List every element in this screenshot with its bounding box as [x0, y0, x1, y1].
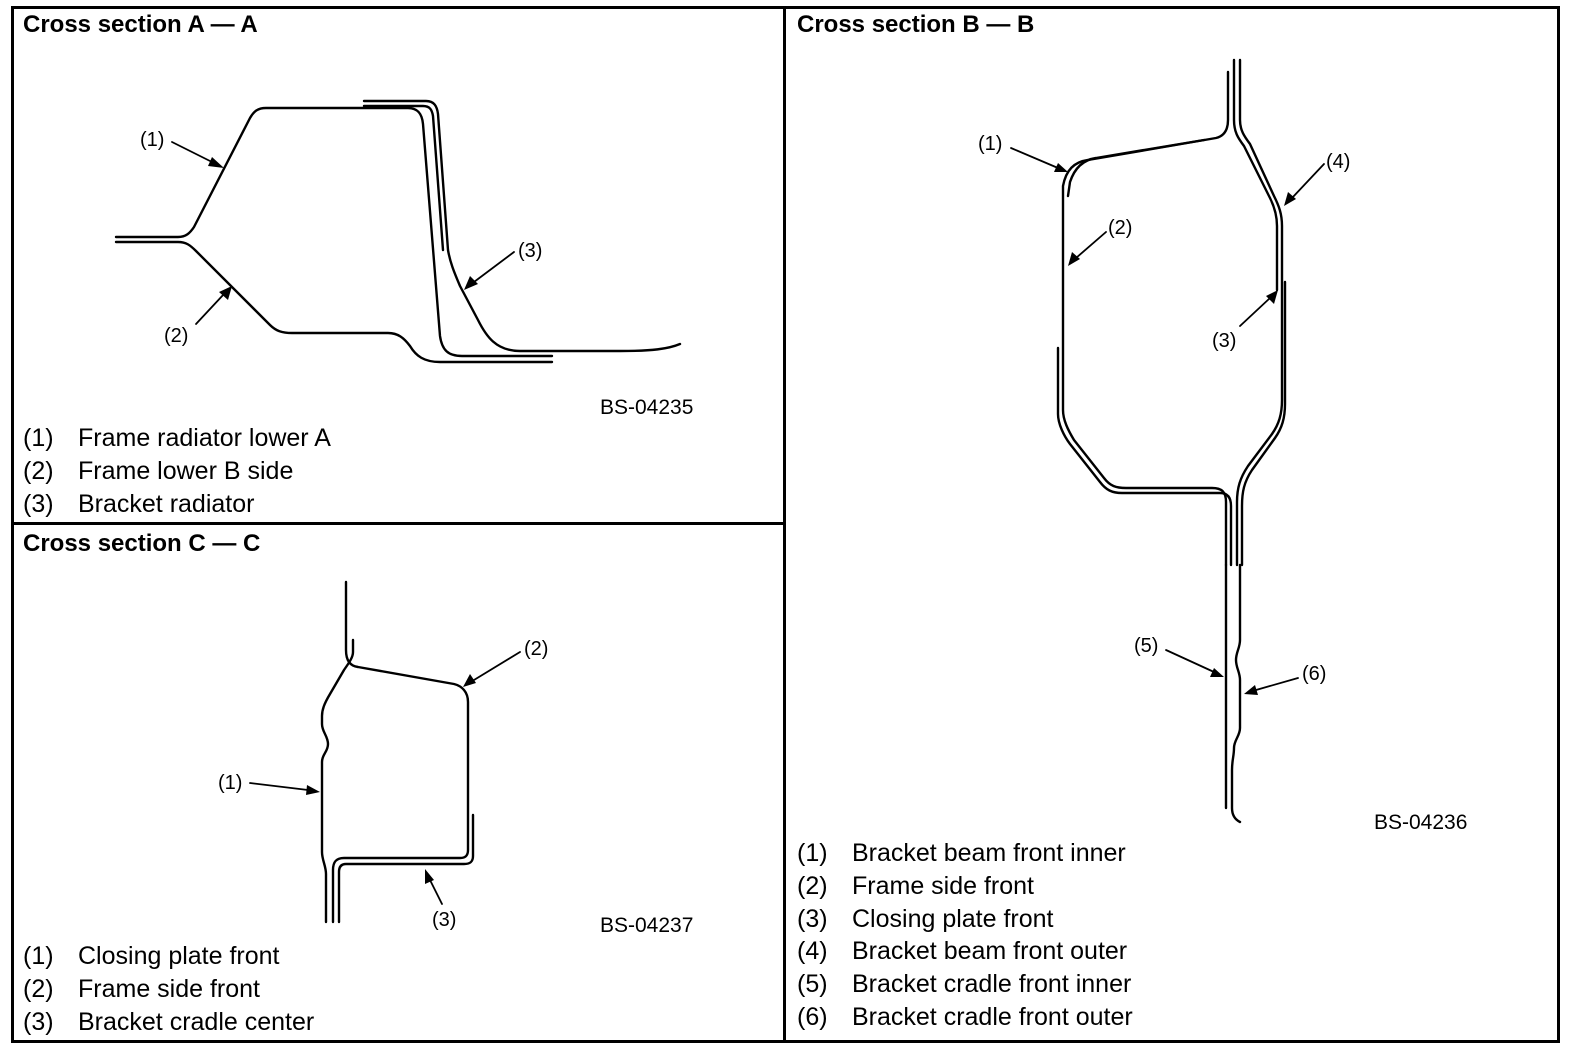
b-callout-3: (3) — [1212, 330, 1236, 352]
legend-item: (6)Bracket cradle front outer — [797, 1002, 1133, 1031]
a-bracket-radiator — [362, 99, 682, 353]
b-callout-5: (5) — [1134, 635, 1158, 657]
legend-item: (2)Frame side front — [23, 974, 261, 1003]
legend-item: (2)Frame lower B side — [23, 456, 294, 485]
b-bracket-beam-front-inner — [1066, 138, 1206, 198]
a-frame-radiator-lower-a — [114, 106, 554, 358]
c-frame-side-front — [331, 580, 470, 924]
legend-item: (1)Closing plate front — [23, 942, 280, 970]
b-bracket-beam-front-outer — [1232, 58, 1279, 292]
a-callout-1: (1) — [140, 129, 164, 151]
panel-c-title: Cross section C — C — [23, 530, 261, 557]
c-closing-plate-front — [320, 638, 355, 924]
b-frame-side-front-left — [1061, 70, 1230, 567]
a-bracket-radiator-inner — [362, 104, 445, 252]
legend-item: (3)Closing plate front — [797, 904, 1054, 933]
section-b-callouts: (1) (2) (3) (4) (5) (6) — [978, 133, 1350, 695]
b-bracket-cradle-front-outer — [1230, 563, 1242, 824]
section-c-callouts: (1) (2) (3) — [218, 638, 548, 931]
legend-item: (4)Bracket beam front outer — [797, 937, 1128, 966]
legend-item: (1)Frame radiator lower A — [23, 424, 331, 452]
c-callout-2: (2) — [524, 638, 548, 660]
panel-a-code: BS-04235 — [600, 396, 694, 419]
c-callout-1: (1) — [218, 772, 242, 794]
legend-item: (2)Frame side front — [797, 871, 1035, 900]
section-c-drawing — [320, 580, 475, 924]
panel-b-legend: (1)Bracket beam front inner (2)Frame sid… — [797, 837, 1133, 1034]
section-a-callouts: (1) (2) (3) — [140, 129, 542, 347]
b-closing-plate-front-left — [1056, 346, 1233, 567]
b-callout-4: (4) — [1326, 151, 1350, 173]
a-callout-3: (3) — [518, 240, 542, 262]
b-frame-side-front — [1235, 58, 1284, 567]
panel-a-title: Cross section A — A — [23, 11, 258, 38]
legend-item: (5)Bracket cradle front inner — [797, 970, 1132, 999]
panel-b-title: Cross section B — B — [797, 11, 1035, 38]
a-frame-lower-b-side — [114, 240, 554, 364]
a-callout-2: (2) — [164, 325, 188, 347]
c-bracket-cradle-center — [337, 813, 475, 924]
legend-item: (3)Bracket cradle center — [23, 1007, 315, 1036]
panel-c-code: BS-04237 — [600, 914, 694, 937]
panel-a-legend: (1)Frame radiator lower A (2)Frame lower… — [23, 422, 331, 520]
legend-item: (3)Bracket radiator — [23, 489, 255, 518]
panel-c-legend: (1)Closing plate front (2)Frame side fro… — [23, 940, 314, 1038]
c-callout-3: (3) — [432, 909, 456, 931]
section-a-drawing — [114, 99, 682, 364]
section-b-drawing — [1056, 58, 1287, 824]
b-callout-2: (2) — [1108, 217, 1132, 239]
b-callout-6: (6) — [1302, 663, 1326, 685]
b-callout-1: (1) — [978, 133, 1002, 155]
legend-item: (1)Bracket beam front inner — [797, 839, 1126, 867]
b-closing-plate-front — [1240, 280, 1287, 567]
panel-b-code: BS-04236 — [1374, 811, 1468, 834]
panel-divider-horizontal — [11, 522, 786, 525]
